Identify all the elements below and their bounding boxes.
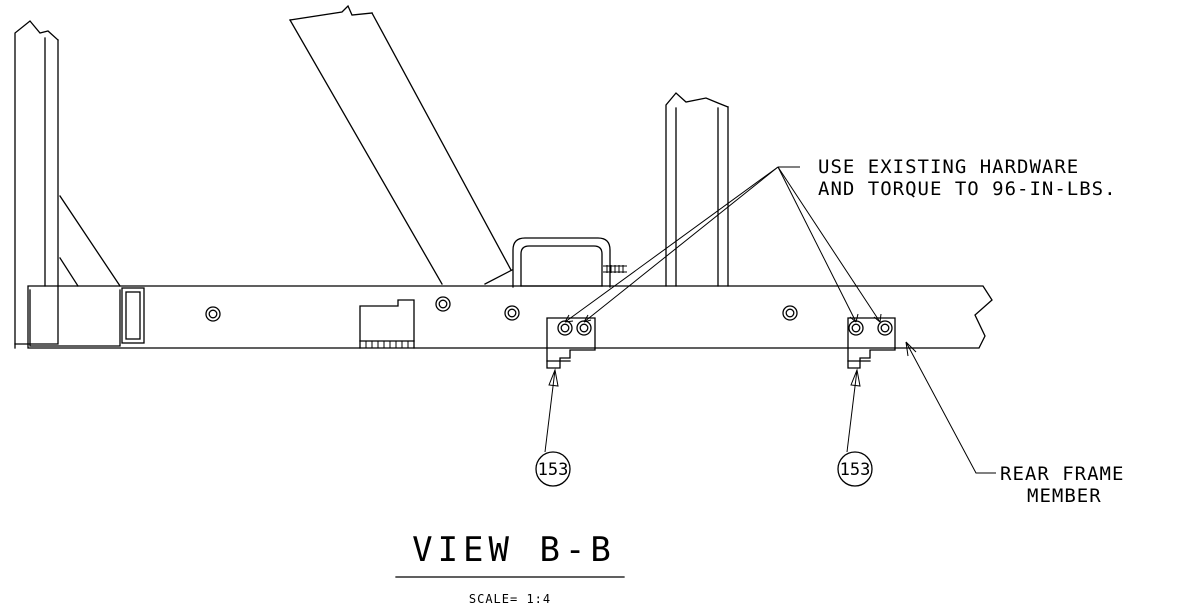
balloon-153-right: 153 (837, 368, 873, 487)
hardware-note-line1: USE EXISTING HARDWARE (818, 156, 1079, 178)
clip-bracket-left (546, 317, 596, 369)
balloon-153-left: 153 (535, 368, 571, 487)
rear-frame-note-line2: MEMBER (1027, 485, 1102, 507)
balloon-label-left: 153 (538, 460, 569, 480)
hardware-note-line2: AND TORQUE TO 96-IN-LBS. (818, 178, 1117, 200)
rear-frame-note-line1: REAR FRAME (1000, 463, 1124, 485)
view-title: VIEW B-B (412, 530, 616, 570)
vertical-channel-post (665, 92, 729, 287)
clip-bracket-right (847, 317, 896, 369)
left-vertical-post (14, 20, 121, 349)
balloon-label-right: 153 (840, 460, 871, 480)
hardware-leader-lines (564, 166, 882, 323)
diagonal-brace (289, 4, 513, 285)
u-bolt-bracket (512, 237, 627, 288)
rear-frame-leader (905, 341, 996, 474)
view-scale: SCALE= 1:4 (469, 592, 551, 606)
rear-frame-member (27, 285, 993, 349)
